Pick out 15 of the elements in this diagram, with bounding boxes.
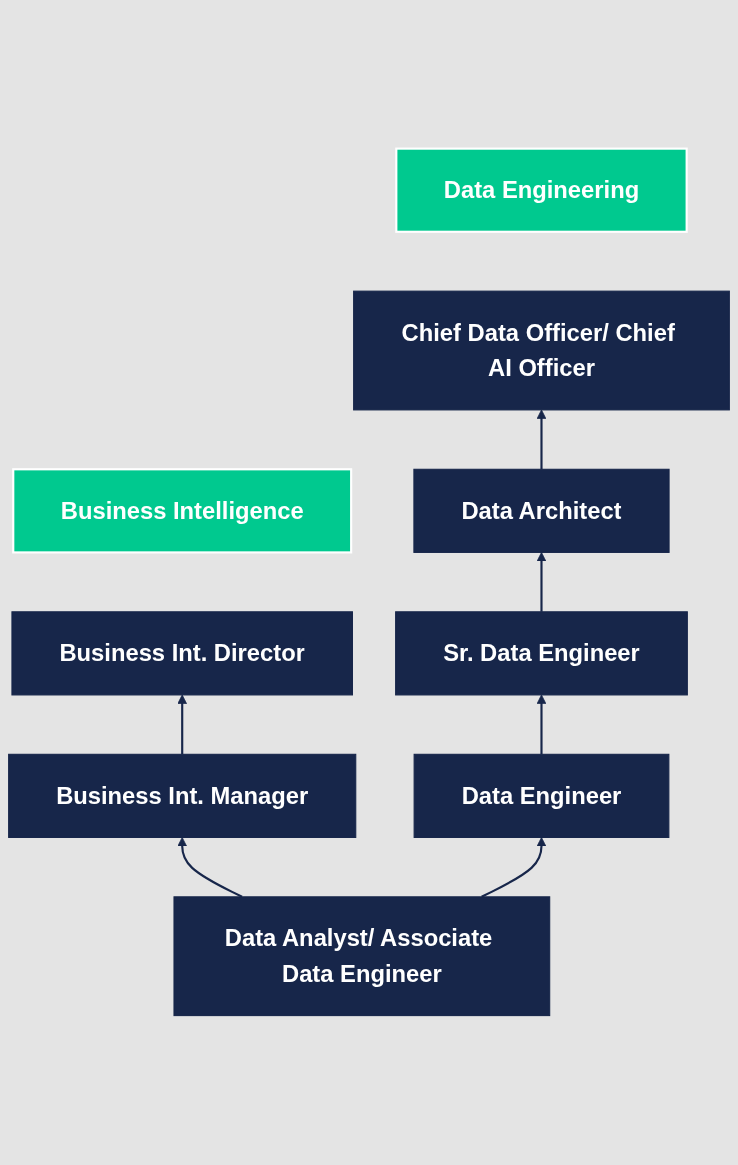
node-box: Data Architect [413,469,670,554]
node-box: Business Int. Manager [8,754,357,839]
arrow [536,552,547,613]
arrow [536,694,547,755]
node-box: Chief Data Officer/ Chief AI Officer [353,291,730,411]
node-box: Business Intelligence [12,468,353,554]
arrow [481,837,547,899]
node-box: Data Engineering [395,147,688,234]
arrow [536,409,547,470]
node-box: Data Analyst/ Associate Data Engineer [173,896,551,1017]
node-box: Data Engineer [413,754,670,839]
arrow [177,694,187,755]
arrow [177,837,243,899]
node-box: Sr. Data Engineer [395,611,688,696]
node-box: Business Int. Director [11,611,353,696]
